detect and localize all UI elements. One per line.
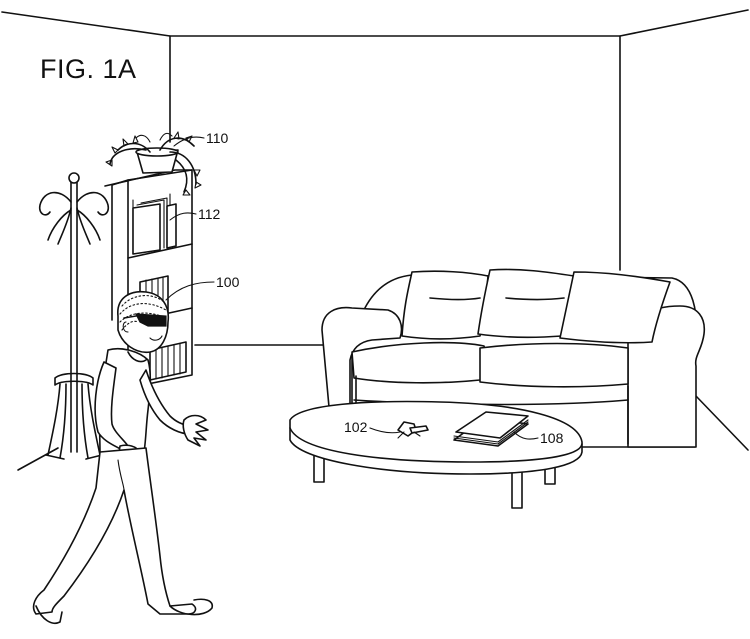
ref-label-user: 100 bbox=[216, 274, 240, 290]
figure-title: FIG. 1A bbox=[40, 54, 137, 84]
ref-label-magazines: 108 bbox=[540, 430, 564, 446]
magazine-stack bbox=[453, 411, 529, 447]
reference-leader-lines bbox=[165, 136, 539, 440]
car-keys bbox=[397, 421, 429, 439]
potted-plant bbox=[105, 131, 202, 196]
ref-label-keys: 102 bbox=[344, 419, 368, 435]
ref-label-books: 112 bbox=[198, 206, 221, 222]
coffee-table bbox=[289, 400, 583, 509]
person-with-smart-glasses bbox=[32, 290, 214, 624]
room-walls bbox=[1, 9, 749, 471]
coat-rack bbox=[38, 172, 110, 460]
ref-label-plant: 110 bbox=[206, 130, 229, 146]
